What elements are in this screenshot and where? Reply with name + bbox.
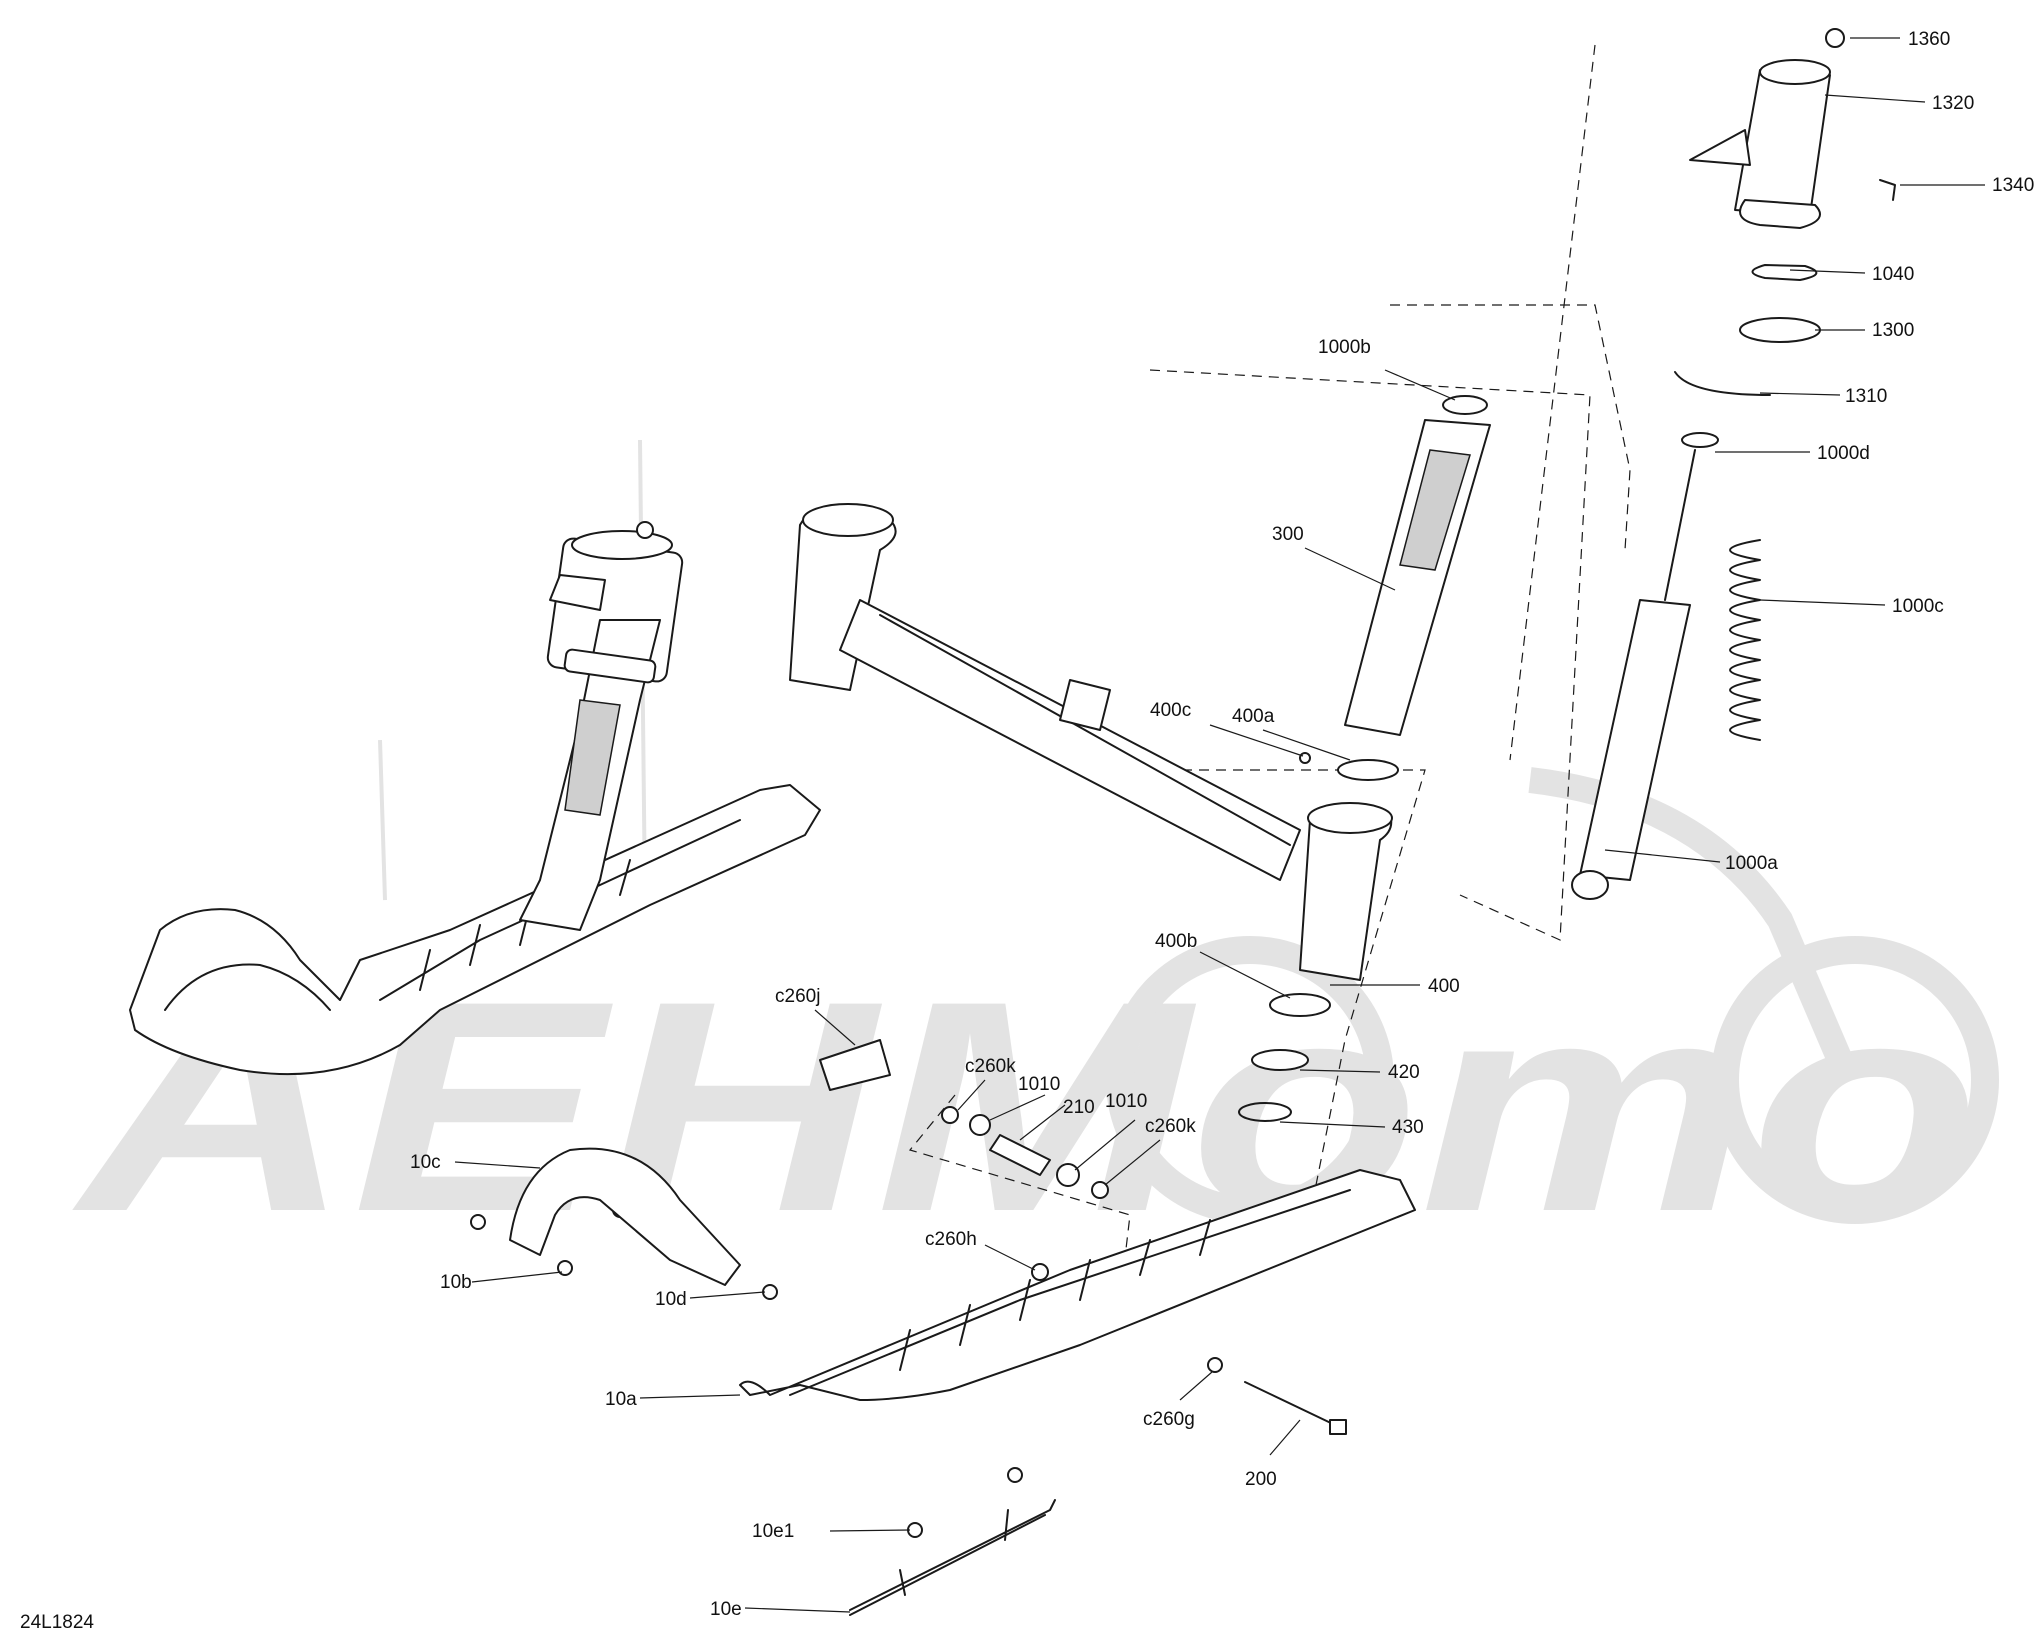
ski-10a [739,1169,1416,1401]
ski-loop-10c [509,1147,741,1286]
callout-c260j: c260j [775,986,820,1007]
axle-assembly [789,503,1393,981]
callout-10b: 10b [440,1272,472,1293]
upper-tube [1238,395,1491,1122]
callout-1010-second: 1010 [1105,1091,1147,1112]
callout-1000b: 1000b [1318,337,1371,358]
callout-400: 400 [1428,976,1460,997]
callout-1040: 1040 [1872,264,1914,285]
callout-300: 300 [1272,524,1304,545]
callout-1360: 1360 [1908,29,1950,50]
callout-200: 200 [1245,1469,1277,1490]
watermark-frame [1528,767,1852,1066]
callout-1000d: 1000d [1817,443,1870,464]
callout-10a: 10a [605,1389,637,1410]
callout-1300: 1300 [1872,320,1914,341]
callout-10d: 10d [655,1289,687,1310]
callout-1340: 1340 [1992,175,2034,196]
callout-430: 430 [1392,1117,1424,1138]
watermark-wheel-icon [1711,936,1999,1224]
callout-10c: 10c [410,1152,441,1173]
callout-c260g: c260g [1143,1409,1195,1430]
left-ski-assembly [129,521,821,1076]
callout-210: 210 [1063,1097,1095,1118]
diagram-reference: 24L1824 [20,1612,94,1633]
callout-1310: 1310 [1845,386,1887,407]
callout-1010: 1010 [1018,1074,1060,1095]
callout-400c: 400c [1150,700,1191,721]
callout-1320: 1320 [1932,93,1974,114]
callout-labels: 1360 1320 1340 1040 1300 1310 1000d 1000… [20,29,2034,1633]
callout-c260k: c260k [965,1056,1016,1077]
callout-10e: 10e [710,1599,742,1620]
shock-absorber-assembly [1571,28,1896,900]
runner-10e [849,1499,1056,1616]
leader-lines [454,37,1985,1613]
callout-1000c: 1000c [1892,596,1944,617]
callout-400b: 400b [1155,931,1197,952]
callout-c260k-second: c260k [1145,1116,1196,1137]
callout-10e1: 10e1 [752,1521,794,1542]
callout-420: 420 [1388,1062,1420,1083]
callout-1000a: 1000a [1725,853,1778,874]
callout-400a: 400a [1232,706,1275,727]
callout-c260h: c260h [925,1229,977,1250]
